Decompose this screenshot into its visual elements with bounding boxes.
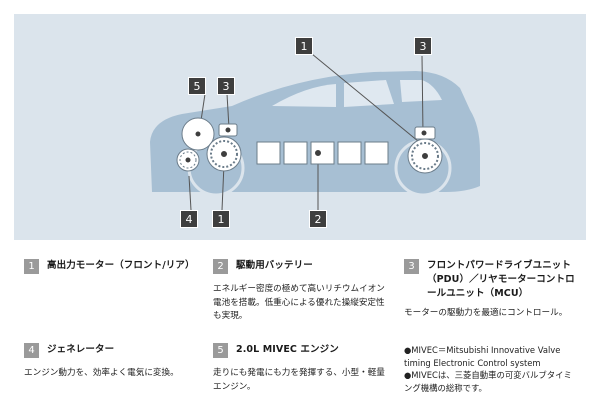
car-window-rear <box>400 80 442 102</box>
legend-title: フロントパワードライブユニット（PDU）／リヤモーターコントロールユニット（MC… <box>427 260 575 299</box>
vehicle-diagram: 1 3 5 3 4 1 2 <box>14 14 586 240</box>
mivec-notes: ●MIVEC＝Mitsubishi Innovative Valve timin… <box>404 344 580 394</box>
front-motor-center <box>220 150 228 158</box>
legend-item-3: 3 フロントパワードライブユニット（PDU）／リヤモーターコントロールユニット（… <box>404 259 580 321</box>
legend-title: 高出力モーター（フロント/リア） <box>47 260 195 271</box>
callout-5: 5 <box>188 77 206 95</box>
legend-item-5: 5 2.0L MIVEC エンジン 走りにも発電にも力を発揮する、小型・軽量エン… <box>213 343 385 394</box>
legend-title: 2.0L MIVEC エンジン <box>236 344 339 355</box>
battery-pack <box>256 141 389 165</box>
callout-1-top: 1 <box>295 37 313 55</box>
legend-description: モーターの駆動力を最適にコントロール。 <box>404 308 568 318</box>
legend-item-4: 4 ジェネレーター エンジン動力を、効率よく電気に変換。 <box>24 343 194 381</box>
legend-item-1: 1 高出力モーター（フロント/リア） <box>24 259 194 274</box>
generator-gear <box>179 151 197 169</box>
callout-2: 2 <box>309 210 327 228</box>
rear-motor-center <box>421 152 429 160</box>
legend-description: エネルギー密度の極めて高いリチウムイオン電池を搭載。低重心による優れた操縦安定性… <box>213 284 385 321</box>
callout-4: 4 <box>180 210 198 228</box>
front-pdu-marker <box>224 126 232 134</box>
legend-number: 4 <box>24 343 39 358</box>
legend-description: エンジン動力を、効率よく電気に変換。 <box>24 368 179 378</box>
callout-3-top: 3 <box>414 37 432 55</box>
legend-title: ジェネレーター <box>47 344 115 355</box>
leader-lines <box>188 53 425 211</box>
rear-mcu-marker <box>420 129 428 137</box>
callout-1-bottom: 1 <box>212 210 230 228</box>
engine-marker <box>194 130 202 138</box>
front-motor-gear <box>210 140 238 168</box>
car-window-mid <box>344 80 394 107</box>
mivec-note-1: ●MIVEC＝Mitsubishi Innovative Valve timin… <box>404 345 561 368</box>
legend-number: 3 <box>404 259 419 274</box>
battery-marker <box>314 149 322 157</box>
legend-number: 2 <box>213 259 228 274</box>
mivec-note-2: ●MIVECは、三菱自動車の可変バルブタイミング機構の総称です。 <box>404 370 572 393</box>
legend-item-2: 2 駆動用バッテリー エネルギー密度の極めて高いリチウムイオン電池を搭載。低重心… <box>213 259 385 324</box>
rear-motor-gear <box>411 142 439 170</box>
legend-title: 駆動用バッテリー <box>236 260 313 271</box>
legend-description: 走りにも発電にも力を発揮する、小型・軽量エンジン。 <box>213 368 385 392</box>
generator-center <box>184 156 192 164</box>
callout-3-left: 3 <box>217 77 235 95</box>
car-illustration <box>150 53 480 211</box>
car-window-front <box>272 84 336 107</box>
legend-number: 1 <box>24 259 39 274</box>
legend-number: 5 <box>213 343 228 358</box>
